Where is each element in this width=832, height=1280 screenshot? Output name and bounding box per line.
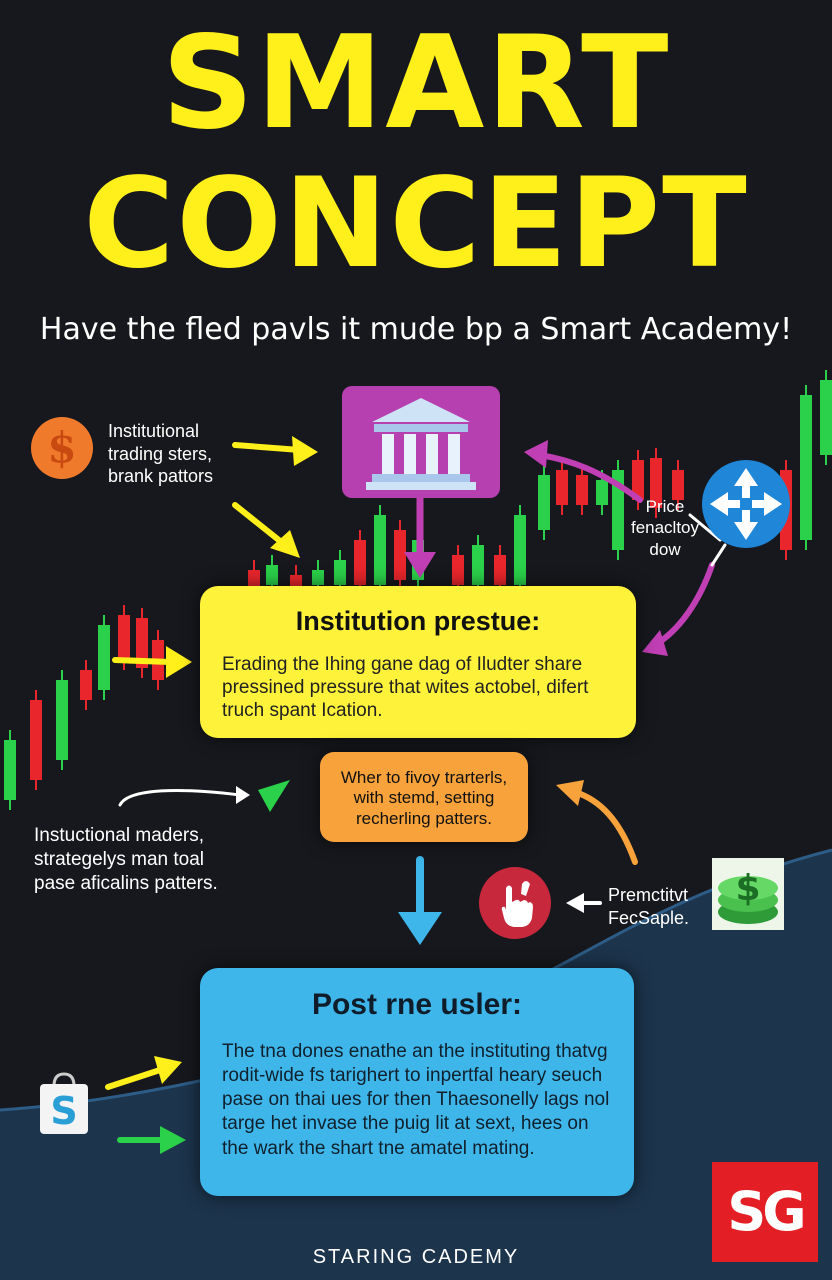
money-stack-icon: $ [712,858,784,930]
candle-body [136,618,148,668]
svg-text:$: $ [735,868,760,909]
institution-pressure-card: Institution prestue: Erading the Ihing g… [200,586,636,738]
pressure-body: Erading the Ihing gane dag of Iludter sh… [222,654,589,722]
price-flow-label: Price fenacltoy dow [630,497,700,559]
candle-body [538,475,550,530]
candle-body [394,530,406,580]
candle-body [472,545,484,585]
hand-gesture-icon [479,867,551,939]
candle-body [800,395,812,540]
shopping-bag-icon: S [40,1072,88,1134]
post-result-card: Post rne usler: The tna dones enathe an … [200,968,634,1196]
subtitle: Have the fled pavls it mude bp a Smart A… [39,312,793,347]
candle-body [98,625,110,690]
institutional-trading-label: Institutional trading sters, brank patto… [108,421,214,486]
pressure-heading: Institution prestue: [295,606,541,636]
candle-body [650,458,662,508]
candle-body [56,680,68,760]
dollar-coin-icon: $ [31,417,93,479]
candle-body [374,515,386,585]
bank-building-icon [342,386,500,498]
candle-body [556,470,568,505]
candlestick-series [4,370,832,810]
post-heading: Post rne usler: [311,988,523,1021]
candle-body [576,475,588,505]
candle-body [452,555,464,585]
candle-body [632,460,644,500]
candle-body [494,555,506,585]
candle-body [514,515,526,585]
institutional-makers-label: Instuctional maders, strategelys man toa… [34,825,218,894]
globe-arrows-icon [702,460,790,548]
pattern-note-body: Wher to fivoy trarterls, with stemd, set… [340,768,508,828]
candle-body [30,700,42,780]
candle-body [354,540,366,585]
candle-body [80,670,92,700]
candle-body [266,565,278,585]
candle-body [672,470,684,500]
title-line-2: CONCEPT [83,152,749,296]
footer-text: STARING CADEMY [312,1246,520,1268]
candle-body [312,570,324,585]
candle-body [820,380,832,455]
pattern-note-card: Wher to fivoy trarterls, with stemd, set… [320,752,528,842]
post-body: The tna dones enathe an the instituting … [222,1041,610,1159]
candle-body [596,480,608,505]
svg-text:S: S [50,1089,77,1133]
brand-logo-badge: SG [712,1162,818,1262]
svg-text:$: $ [47,423,76,472]
candle-body [118,615,130,660]
premium-sample-label: Premctitvt FecSaple. [608,885,690,928]
candle-body [4,740,16,800]
title-line-1: SMART [161,9,671,158]
candle-body [334,560,346,585]
arrows [105,436,727,1154]
